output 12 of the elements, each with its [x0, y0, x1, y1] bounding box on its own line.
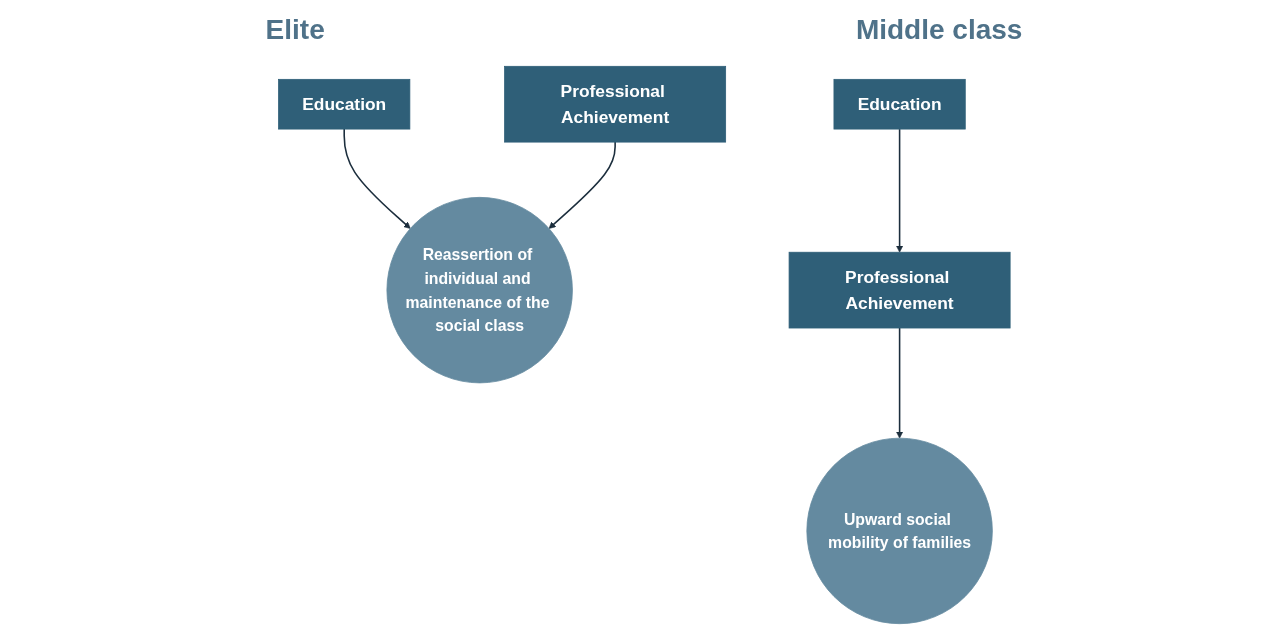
arrow: [343, 128, 411, 229]
arrow: [895, 128, 903, 253]
node-box: Professional Achievement: [503, 65, 726, 143]
node-circle: Upward social mobility of families: [806, 437, 993, 625]
node-box: Professional Achievement: [788, 251, 1011, 329]
node-box: Education: [833, 78, 966, 130]
arrow: [895, 327, 903, 439]
arrow: [548, 141, 616, 229]
group-heading: Middle class: [855, 14, 1023, 46]
node-circle: Reassertion of individual and maintenance of the social class: [386, 196, 573, 384]
node-box: Education: [277, 78, 410, 130]
group-heading: Elite: [265, 14, 325, 46]
